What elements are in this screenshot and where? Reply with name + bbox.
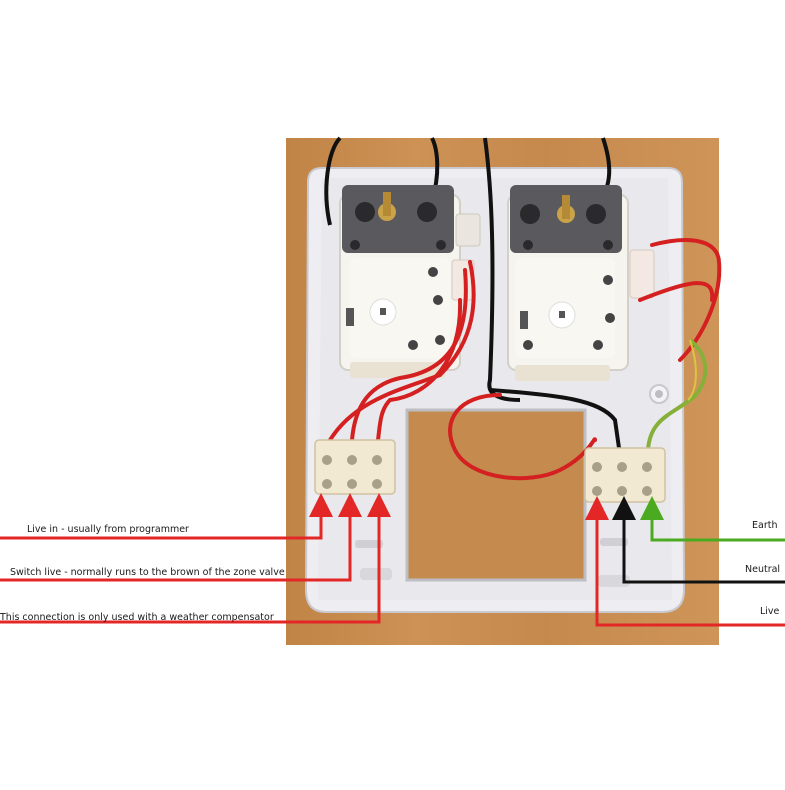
thermostat-right [507,185,655,371]
label-live: Live [760,606,780,617]
label-weather-compensator: This connection is only used with a weat… [0,612,274,623]
leader-weather-comp [0,493,391,624]
backplate-cutout [405,408,587,582]
terminal-block-right [584,447,666,503]
leader-neutral [612,496,785,584]
leader-live-in [0,493,333,540]
label-switch-live: Switch live - normally runs to the brown… [10,567,285,578]
leader-switch-live [0,493,362,582]
terminal-block-left [314,439,396,495]
label-earth: Earth [752,520,778,531]
leader-earth [640,496,785,542]
label-neutral: Neutral [745,564,781,575]
thermostat-left [339,185,481,371]
leader-live [585,496,785,627]
label-live-in: Live in - usually from programmer [27,524,189,535]
